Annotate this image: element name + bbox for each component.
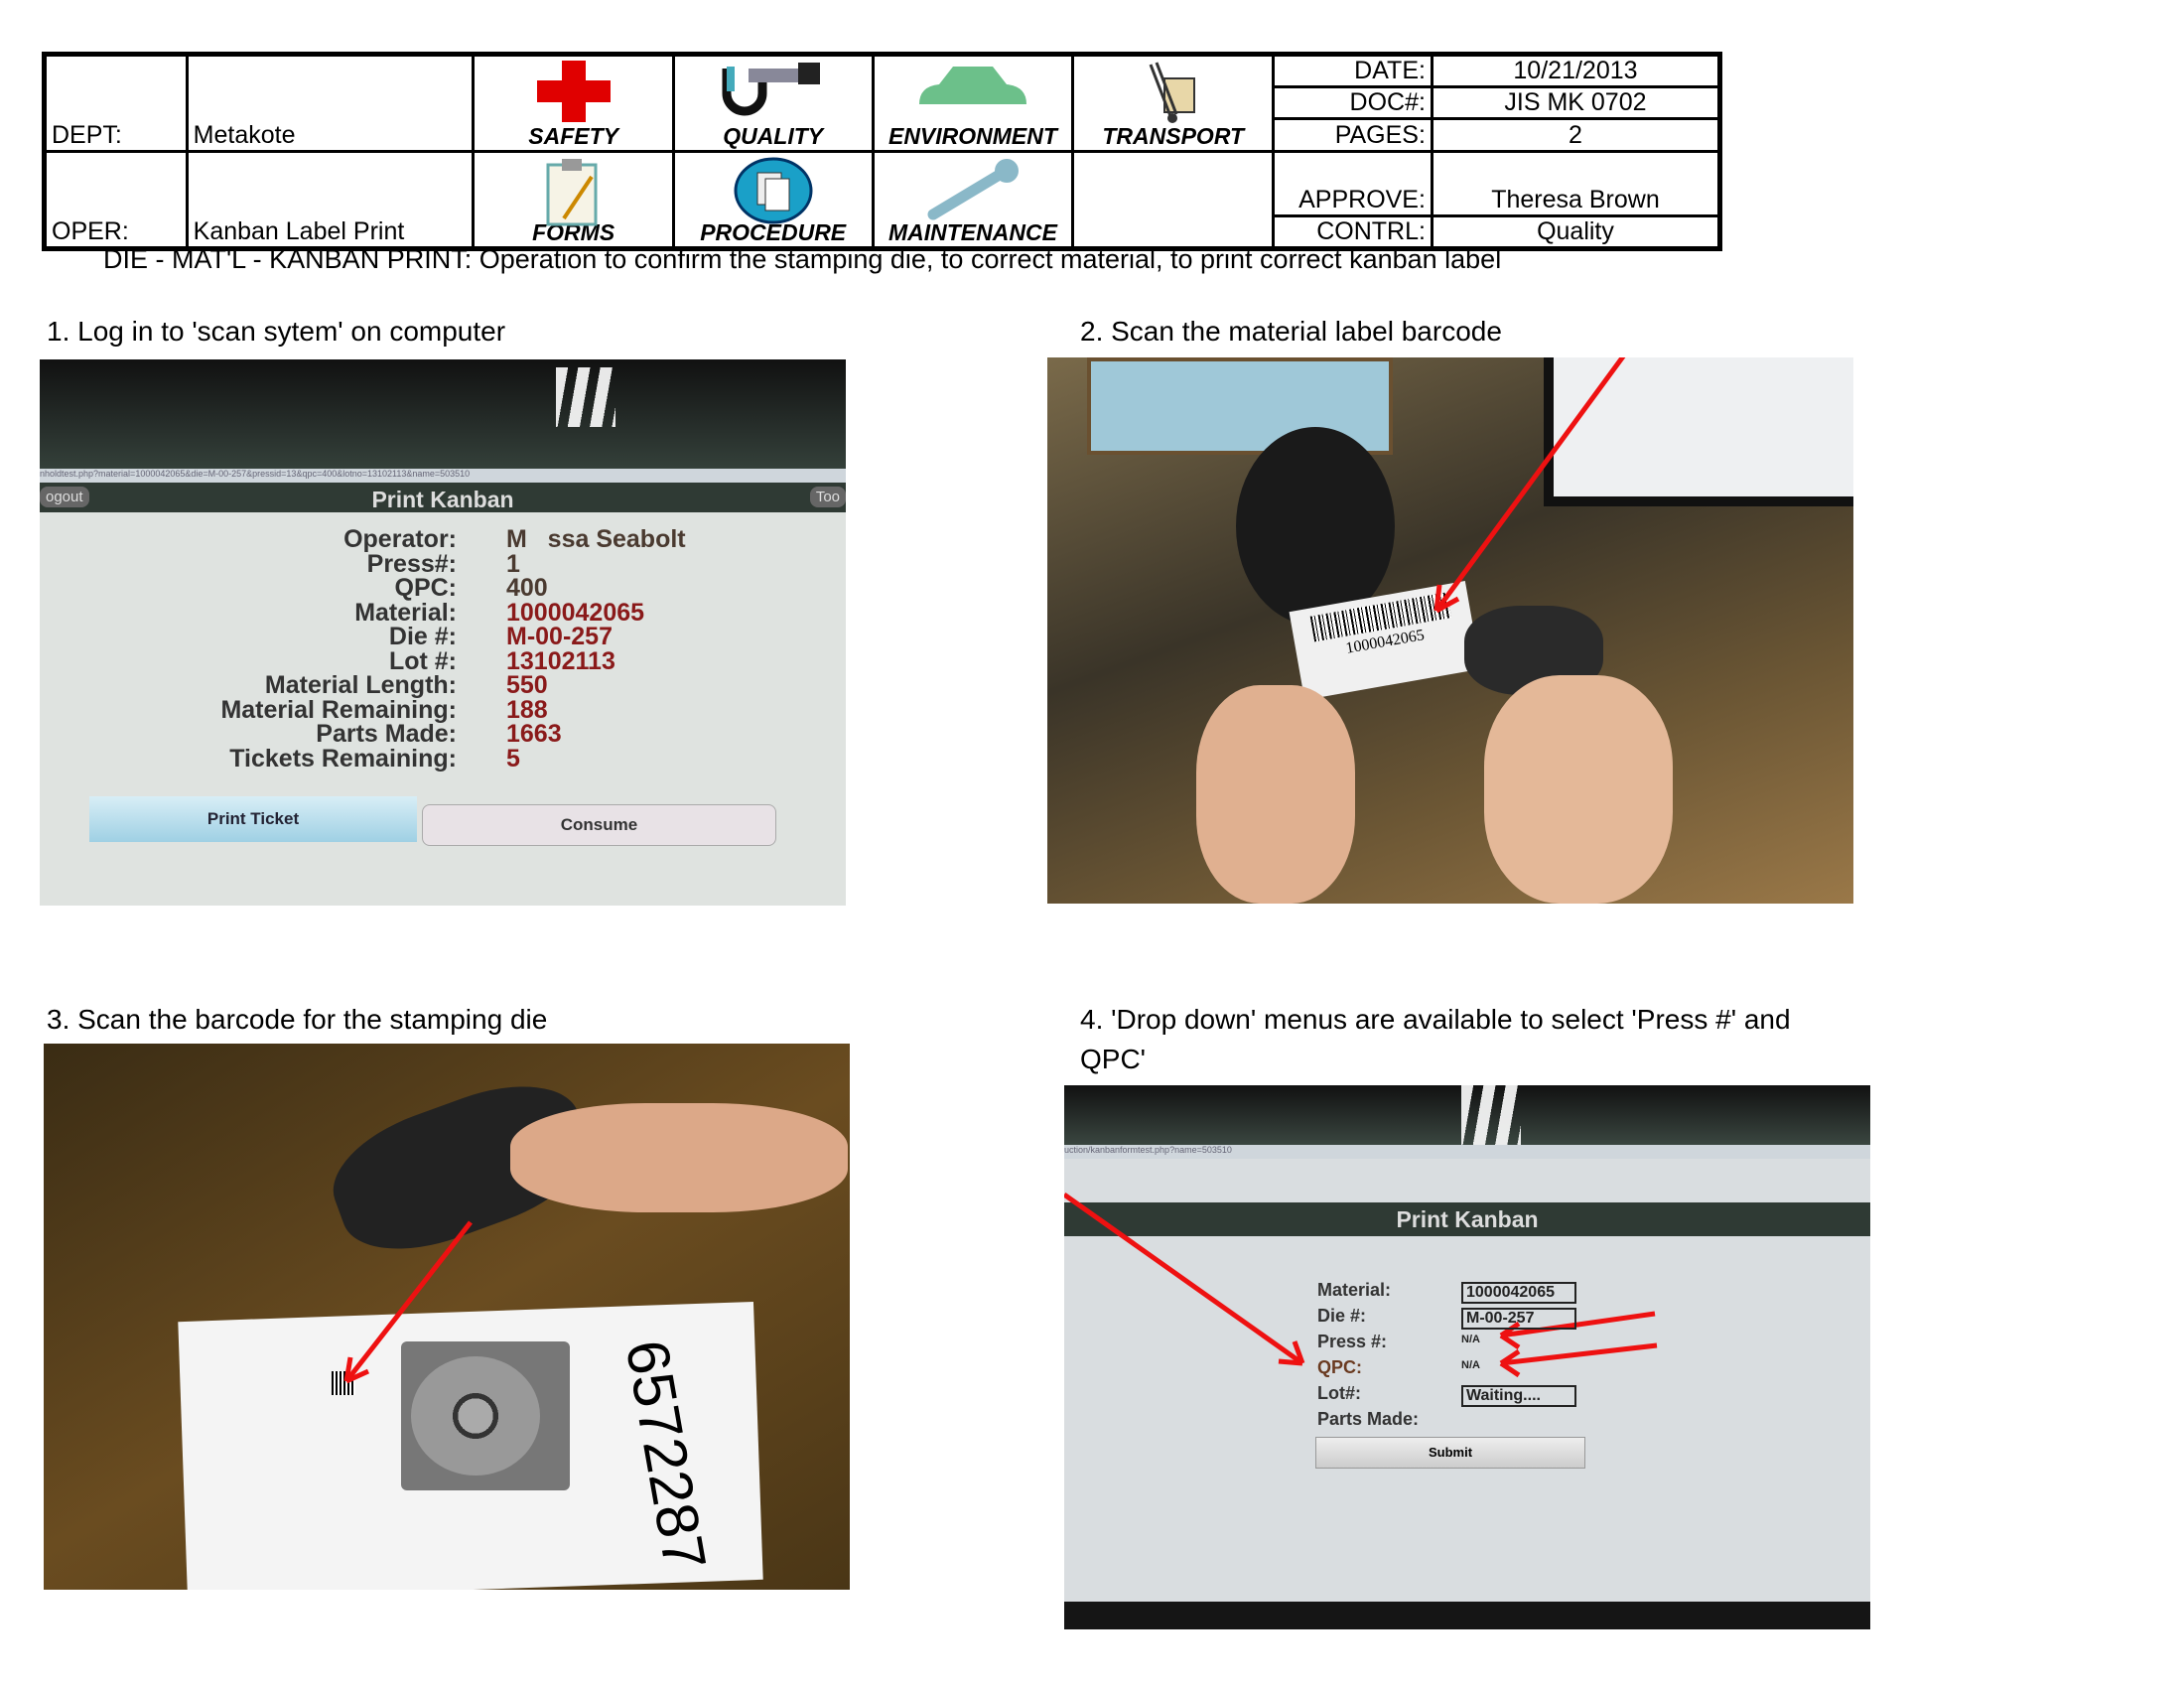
step-2-label: 2. Scan the material label barcode (1080, 316, 1502, 347)
screen-field-label: Press#: (366, 549, 457, 578)
date-value: 10/21/2013 (1430, 53, 1722, 88)
pages-label: PAGES: (1272, 117, 1433, 153)
oper-value: Kanban Label Print (185, 150, 476, 250)
maintenance-label: MAINTENANCE (887, 219, 1057, 245)
red-cross-icon (536, 61, 611, 128)
screen-field-value: 1663 (506, 720, 562, 748)
form-input: 1000042065 (1461, 1282, 1576, 1304)
micrometer-icon (719, 61, 828, 126)
screen-field-label: Material Length: (264, 671, 457, 699)
maintenance-cell: MAINTENANCE (871, 150, 1075, 250)
step-3-label: 3. Scan the barcode for the stamping die (47, 1004, 548, 1035)
form-field-label: Press #: (1317, 1332, 1388, 1351)
screen-field-label: Material: (354, 598, 457, 627)
form-field-label: Material: (1317, 1280, 1392, 1300)
form-field-label: QPC: (1317, 1357, 1362, 1377)
form-field-label: Die #: (1317, 1306, 1367, 1326)
screen-title: Print Kanban (371, 487, 514, 512)
red-arrows-icon (1064, 1192, 1658, 1378)
screen-field-value: M-00-257 (506, 623, 613, 650)
contrl-value: Quality (1430, 214, 1722, 250)
screen-field-value: 400 (506, 574, 548, 602)
photo-step-2-scanning: 1000042065 (1047, 357, 1853, 904)
step-4-label: 4. 'Drop down' menus are available to se… (1080, 1004, 1791, 1035)
safety-label: SAFETY (528, 123, 618, 149)
procedure-cell: PROCEDURE (671, 150, 875, 250)
green-car-icon (915, 61, 1030, 118)
screen-field-value: 1000042065 (506, 598, 645, 627)
date-label: DATE: (1272, 53, 1433, 88)
quality-label: QUALITY (723, 123, 824, 149)
environment-cell: ENVIRONMENT (871, 53, 1075, 153)
screen-field-value: 5 (506, 744, 520, 773)
clipboard-icon (542, 157, 606, 232)
screen-field-value: 188 (506, 695, 548, 724)
transport-cell: TRANSPORT (1071, 53, 1276, 153)
wrench-icon (923, 157, 1023, 228)
safety-cell: SAFETY (472, 53, 675, 153)
screen-field-label: Parts Made: (316, 720, 457, 748)
dept-value: Metakote (185, 53, 476, 153)
description: DIE - MAT'L - KANBAN PRINT: Operation to… (103, 244, 1502, 274)
photo-step-4-screen: uction/kanbanformtest.php?name=503510 Pr… (1064, 1085, 1870, 1629)
red-arrow-icon (1433, 357, 1626, 614)
pages-value: 2 (1430, 117, 1722, 153)
hand-truck-icon (1139, 61, 1208, 130)
oper-label: OPER: (43, 150, 189, 250)
doc-value: JIS MK 0702 (1430, 85, 1722, 120)
documents-icon (734, 157, 813, 230)
step-1-label: 1. Log in to 'scan sytem' on computer (47, 316, 506, 347)
form-input: M-00-257 (1461, 1308, 1576, 1330)
form-field-label: Parts Made: (1317, 1409, 1420, 1429)
tools-button: Too (809, 487, 846, 507)
screen-field-label: Tickets Remaining: (229, 744, 457, 773)
url-bar: uction/kanbanformtest.php?name=503510 (1064, 1145, 1870, 1159)
header-table: DEPT: Metakote SAFETY QUALITY ENVIRONMEN… (42, 52, 1722, 251)
dept-label: DEPT: (43, 53, 189, 153)
screen-field-value: M ssa Seabolt (506, 525, 686, 553)
photo-step-3-scanning-die: 6572287 (44, 1044, 850, 1590)
transport-label: TRANSPORT (1102, 123, 1245, 149)
red-arrow-icon (343, 1220, 473, 1384)
screen-field-value: 550 (506, 671, 548, 699)
screen-field-label: Die #: (388, 623, 457, 650)
form-field-label: Lot#: (1317, 1383, 1361, 1403)
forms-cell: FORMS (472, 150, 675, 250)
submit-button: Submit (1315, 1437, 1585, 1469)
form-input: Waiting.... (1461, 1385, 1576, 1407)
screen-field-label: Material Remaining: (220, 695, 457, 724)
logout-button: ogout (40, 487, 89, 507)
consume-button: Consume (422, 804, 776, 846)
screen-title: Print Kanban (1064, 1202, 1870, 1236)
screen-field-label: QPC: (394, 574, 458, 602)
screen-field-value: 1 (506, 549, 520, 578)
form-dropdown: N/A (1461, 1334, 1480, 1345)
step-4-label-cont: QPC' (1080, 1044, 1147, 1074)
screen-field-value: 13102113 (506, 646, 615, 675)
doc-label: DOC#: (1272, 85, 1433, 120)
screen-field-label: Lot #: (388, 646, 457, 675)
approve-value: Theresa Brown (1430, 150, 1722, 217)
url-bar: nholdtest.php?material=1000042065&die=M-… (40, 469, 846, 483)
screen-field-label: Operator: (343, 525, 457, 553)
print-ticket-button: Print Ticket (89, 796, 417, 842)
quality-cell: QUALITY (671, 53, 875, 153)
photo-step-1-screen: nholdtest.php?material=1000042065&die=M-… (40, 359, 846, 906)
approve-label: APPROVE: (1272, 150, 1433, 217)
empty-cell (1071, 150, 1276, 250)
form-dropdown: N/A (1461, 1359, 1480, 1371)
contrl-label: CONTRL: (1272, 214, 1433, 250)
environment-label: ENVIRONMENT (887, 123, 1057, 149)
